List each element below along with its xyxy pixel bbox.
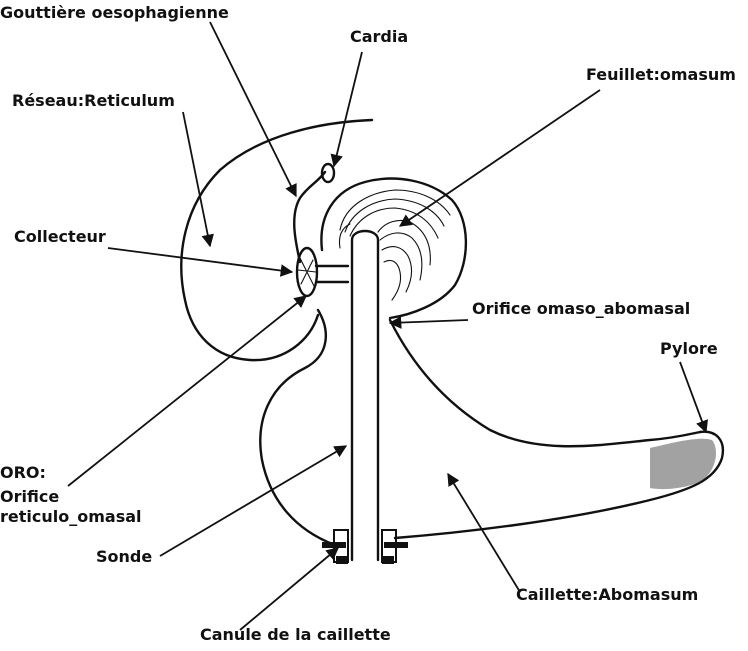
label-gouttiere-oesophagienne: Gouttière oesophagienne xyxy=(0,4,229,22)
label-sonde: Sonde xyxy=(96,548,152,566)
label-canule-caillette: Canule de la caillette xyxy=(200,626,391,644)
label-oro: ORO: xyxy=(0,464,46,482)
pylorus-shading xyxy=(650,439,716,489)
omasum-leaves xyxy=(339,190,450,300)
leader-lines xyxy=(68,22,706,630)
collector xyxy=(297,248,348,296)
cannula xyxy=(322,530,408,564)
label-orifice-omaso-abomasal: Orifice omaso_abomasal xyxy=(472,300,690,318)
label-collecteur: Collecteur xyxy=(14,228,106,246)
label-feuillet-omasum: Feuillet:omasum xyxy=(586,66,736,84)
label-reticulo-omasal: reticulo_omasal xyxy=(0,508,142,526)
label-reseau-reticulum: Réseau:Reticulum xyxy=(12,92,175,110)
label-cardia: Cardia xyxy=(350,28,408,46)
label-pylore: Pylore xyxy=(660,340,718,358)
label-orifice: Orifice xyxy=(0,488,59,506)
probe-tube xyxy=(352,231,378,560)
abomasum-upper-wall xyxy=(390,320,700,446)
label-caillette-abomasum: Caillette:Abomasum xyxy=(516,586,698,604)
